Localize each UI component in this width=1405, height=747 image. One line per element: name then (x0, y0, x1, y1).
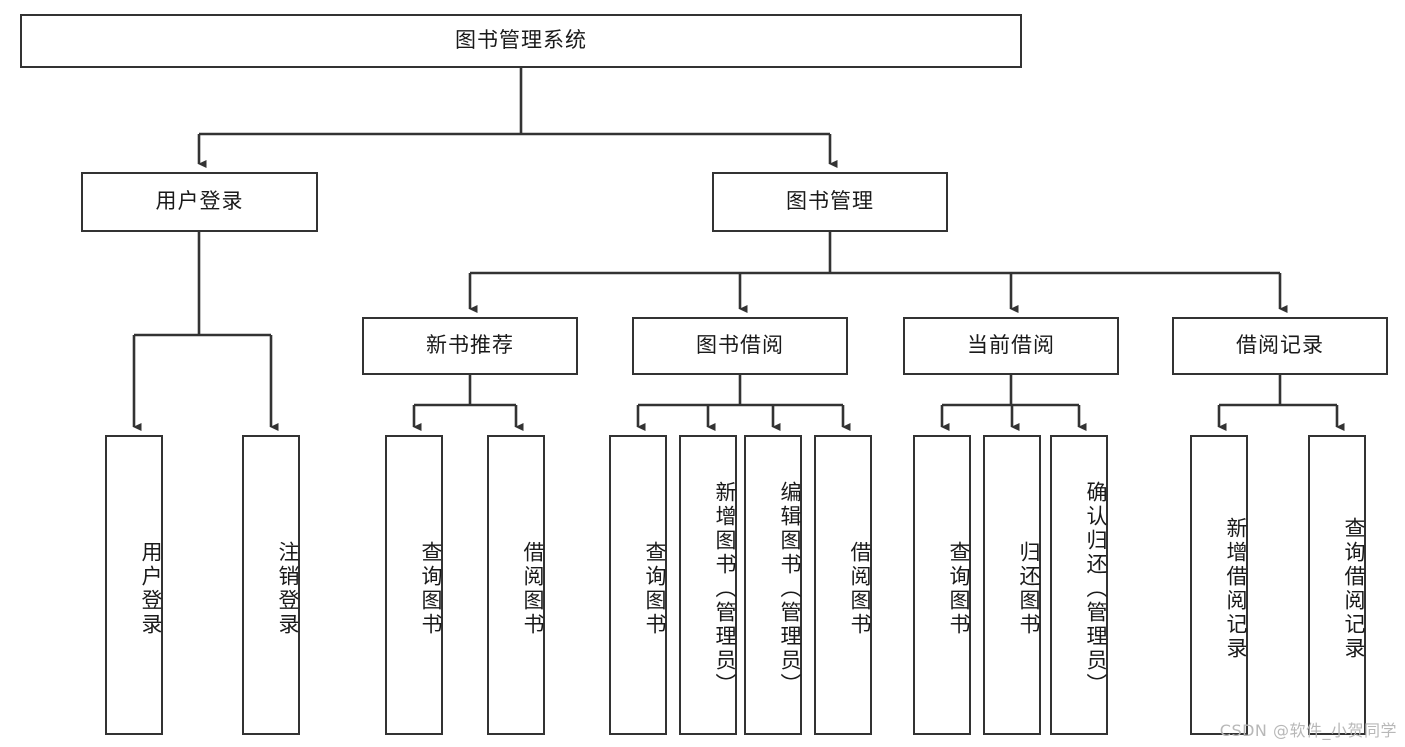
node-label: 新增图书（管理员） (713, 481, 737, 697)
node-label: 借阅记录 (1236, 333, 1324, 358)
node-label: 归还图书 (1017, 541, 1041, 637)
node-label: 当前借阅 (967, 333, 1055, 358)
node-leaf-user-login[interactable]: 用户登录 (105, 435, 163, 735)
node-leaf-confirm-return[interactable]: 确认归还（管理员） (1050, 435, 1108, 735)
node-user-login[interactable]: 用户登录 (81, 172, 318, 232)
node-label: 用户登录 (155, 189, 244, 214)
node-leaf-query-book-2[interactable]: 查询图书 (609, 435, 667, 735)
node-label: 查询图书 (419, 541, 443, 637)
node-label: 查询图书 (947, 541, 971, 637)
node-label: 查询图书 (643, 541, 667, 637)
node-leaf-return-book[interactable]: 归还图书 (983, 435, 1041, 735)
node-leaf-add-book[interactable]: 新增图书（管理员） (679, 435, 737, 735)
watermark-text: CSDN @软件_小贺同学 (1219, 721, 1397, 740)
node-leaf-query-book-3[interactable]: 查询图书 (913, 435, 971, 735)
node-leaf-edit-book[interactable]: 编辑图书（管理员） (744, 435, 802, 735)
node-label: 注销登录 (276, 541, 300, 637)
node-leaf-user-logout[interactable]: 注销登录 (242, 435, 300, 735)
node-new-book-recommend[interactable]: 新书推荐 (362, 317, 578, 375)
node-book-borrow[interactable]: 图书借阅 (632, 317, 848, 375)
node-borrow-record[interactable]: 借阅记录 (1172, 317, 1388, 375)
node-label: 借阅图书 (521, 541, 545, 637)
node-label: 新书推荐 (426, 333, 514, 358)
node-leaf-borrow-book-2[interactable]: 借阅图书 (814, 435, 872, 735)
node-current-borrow[interactable]: 当前借阅 (903, 317, 1119, 375)
node-leaf-add-borrow-record[interactable]: 新增借阅记录 (1190, 435, 1248, 735)
node-label: 查询借阅记录 (1342, 517, 1366, 661)
node-leaf-query-book-1[interactable]: 查询图书 (385, 435, 443, 735)
node-label: 图书管理系统 (455, 28, 587, 53)
node-label: 确认归还（管理员） (1084, 481, 1108, 697)
node-root-system[interactable]: 图书管理系统 (20, 14, 1022, 68)
node-leaf-query-borrow-record[interactable]: 查询借阅记录 (1308, 435, 1366, 735)
node-label: 图书借阅 (696, 333, 784, 358)
node-label: 用户登录 (139, 541, 163, 637)
node-label: 图书管理 (786, 189, 874, 214)
node-label: 借阅图书 (848, 541, 872, 637)
node-leaf-borrow-book-1[interactable]: 借阅图书 (487, 435, 545, 735)
node-label: 新增借阅记录 (1224, 517, 1248, 661)
node-book-management[interactable]: 图书管理 (712, 172, 948, 232)
node-label: 编辑图书（管理员） (778, 481, 802, 697)
